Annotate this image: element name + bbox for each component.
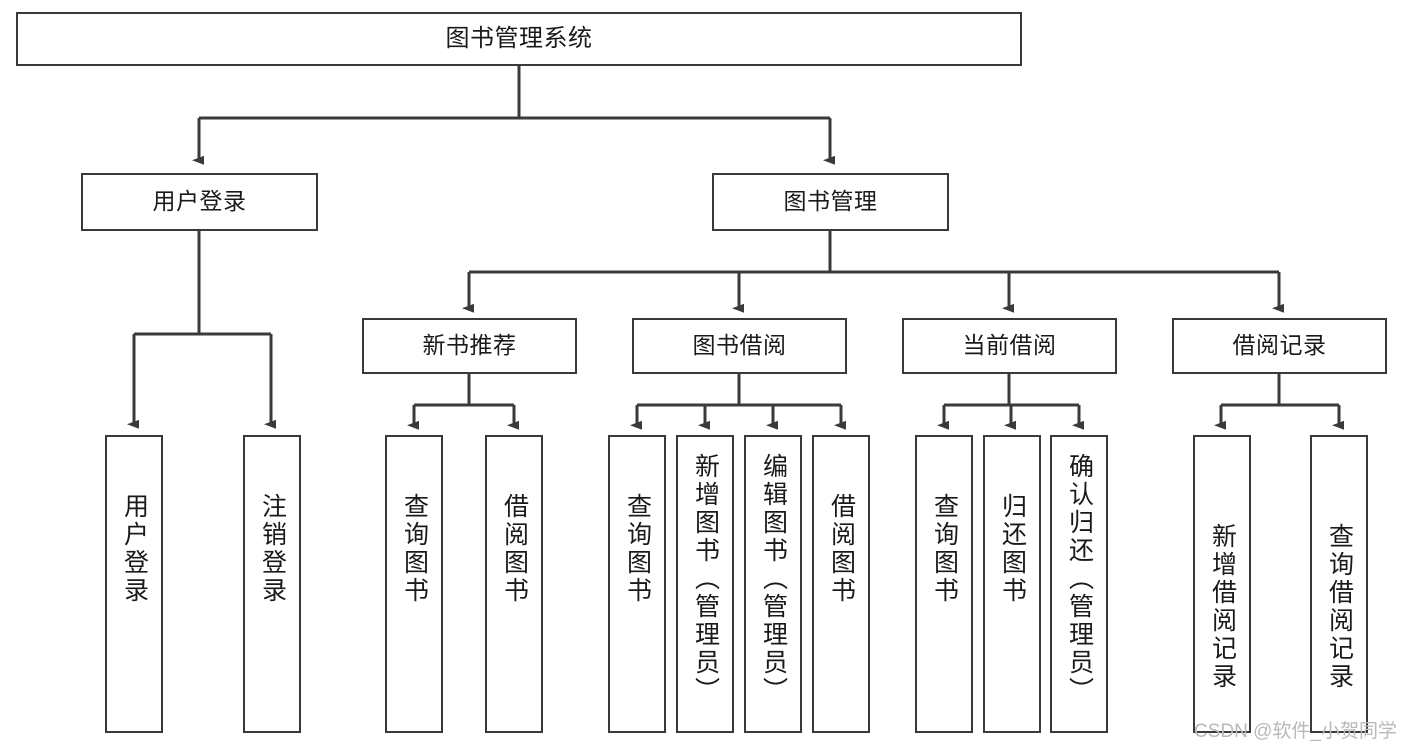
node-leaf-logout-label: 注销登录 xyxy=(258,493,287,605)
watermark: CSDN @软件_小贺同学 xyxy=(1194,721,1397,742)
node-leaf-edit-book[interactable]: 编辑图书（管理员） xyxy=(744,435,802,733)
node-book-manage-label: 图书管理 xyxy=(783,188,878,215)
node-new-book-recommend-label: 新书推荐 xyxy=(422,332,517,359)
node-book-borrow-label: 图书借阅 xyxy=(692,332,787,359)
node-borrow-record[interactable]: 借阅记录 xyxy=(1172,318,1387,374)
node-leaf-edit-book-label: 编辑图书（管理员） xyxy=(759,453,788,705)
node-leaf-borrow-book-1-label: 借阅图书 xyxy=(500,493,529,605)
node-leaf-query-book-1-label: 查询图书 xyxy=(400,493,429,605)
node-leaf-query-book-3[interactable]: 查询图书 xyxy=(915,435,973,733)
node-leaf-borrow-book-2-label: 借阅图书 xyxy=(827,493,856,605)
node-leaf-user-login[interactable]: 用户登录 xyxy=(105,435,163,733)
node-user-login-label: 用户登录 xyxy=(152,188,247,215)
node-borrow-record-label: 借阅记录 xyxy=(1232,332,1327,359)
node-leaf-borrow-book-1[interactable]: 借阅图书 xyxy=(485,435,543,733)
node-leaf-confirm-return-label: 确认归还（管理员） xyxy=(1065,453,1094,705)
node-leaf-query-book-2[interactable]: 查询图书 xyxy=(608,435,666,733)
node-current-borrow-label: 当前借阅 xyxy=(962,332,1057,359)
node-leaf-confirm-return[interactable]: 确认归还（管理员） xyxy=(1050,435,1108,733)
node-leaf-query-book-1[interactable]: 查询图书 xyxy=(385,435,443,733)
node-book-borrow[interactable]: 图书借阅 xyxy=(632,318,847,374)
node-new-book-recommend[interactable]: 新书推荐 xyxy=(362,318,577,374)
node-current-borrow[interactable]: 当前借阅 xyxy=(902,318,1117,374)
node-root-label: 图书管理系统 xyxy=(445,24,593,52)
node-leaf-user-login-label: 用户登录 xyxy=(120,493,149,605)
node-leaf-add-record[interactable]: 新增借阅记录 xyxy=(1193,435,1251,733)
node-leaf-logout[interactable]: 注销登录 xyxy=(243,435,301,733)
node-leaf-add-record-label: 新增借阅记录 xyxy=(1208,523,1237,691)
node-leaf-return-book-label: 归还图书 xyxy=(998,493,1027,605)
node-leaf-query-record[interactable]: 查询借阅记录 xyxy=(1310,435,1368,733)
node-user-login[interactable]: 用户登录 xyxy=(81,173,318,231)
node-leaf-borrow-book-2[interactable]: 借阅图书 xyxy=(812,435,870,733)
node-leaf-query-book-2-label: 查询图书 xyxy=(623,493,652,605)
node-leaf-add-book-label: 新增图书（管理员） xyxy=(691,453,720,705)
node-leaf-query-book-3-label: 查询图书 xyxy=(930,493,959,605)
node-leaf-add-book[interactable]: 新增图书（管理员） xyxy=(676,435,734,733)
node-leaf-query-record-label: 查询借阅记录 xyxy=(1325,523,1354,691)
node-root[interactable]: 图书管理系统 xyxy=(16,12,1022,66)
node-book-manage[interactable]: 图书管理 xyxy=(712,173,949,231)
node-leaf-return-book[interactable]: 归还图书 xyxy=(983,435,1041,733)
